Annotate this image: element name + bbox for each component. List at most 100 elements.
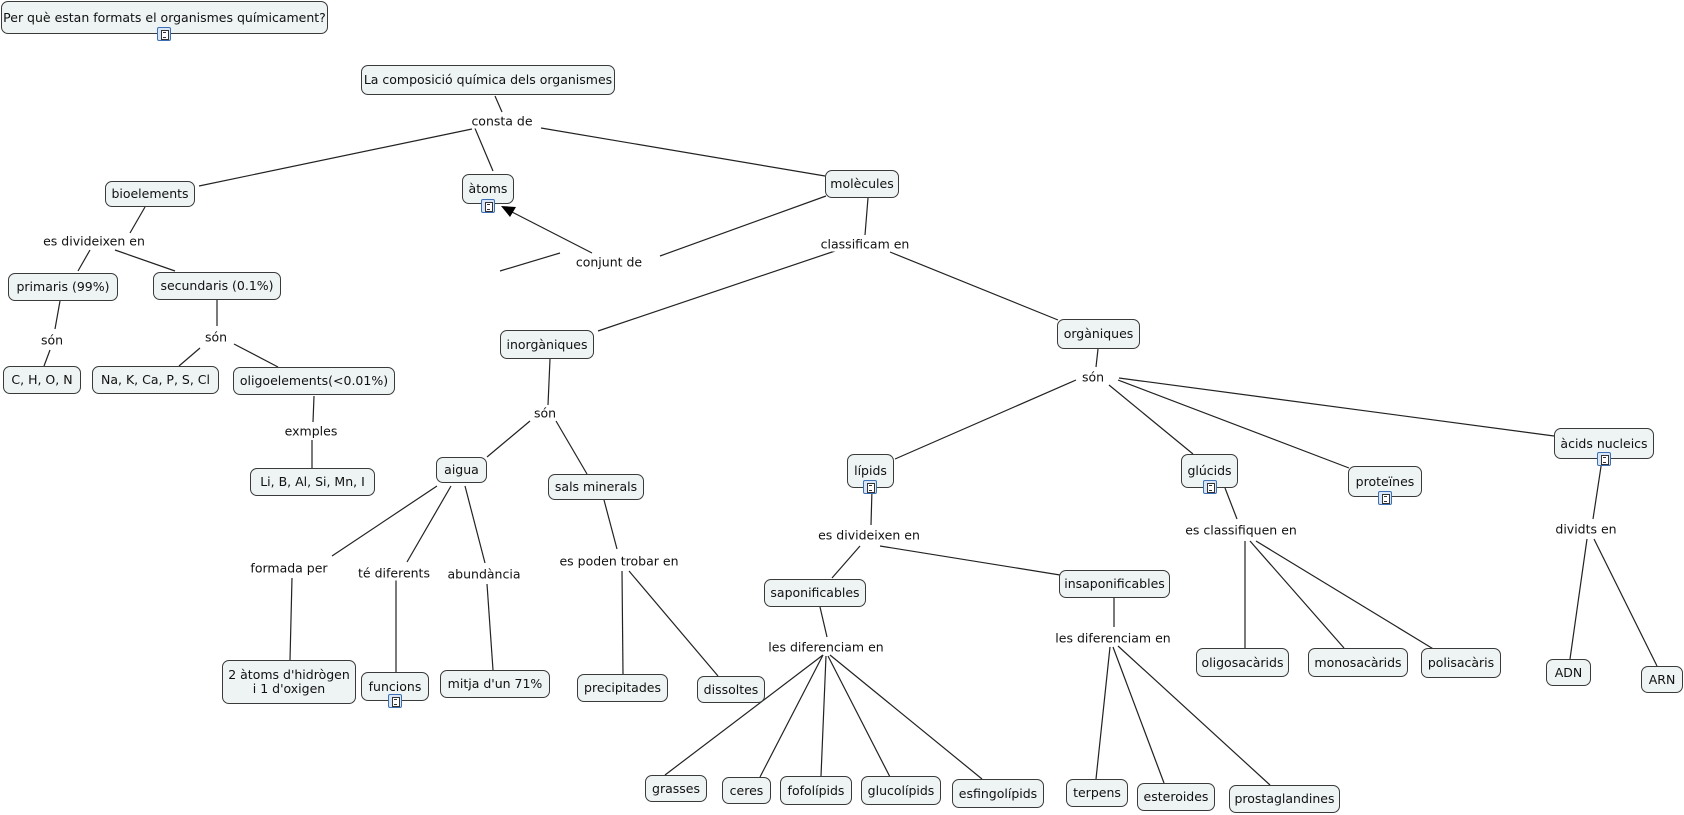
connection-line (870, 488, 873, 526)
link-classificam-en: classificam en (818, 236, 912, 252)
link-les-diferenciam-en-1: les diferenciam en (766, 639, 886, 655)
connection-line (129, 206, 146, 234)
link-consta-de: consta de (469, 113, 535, 129)
node-polisacaris[interactable]: polisacàris (1421, 648, 1501, 678)
connection-line (664, 654, 824, 776)
node-prostaglandines[interactable]: prostaglandines (1229, 785, 1340, 813)
node-nakca[interactable]: Na, K, Ca, P, S, Cl (92, 366, 219, 394)
connection-line (831, 545, 861, 579)
node-secundaris[interactable]: secundaris (0.1%) (153, 272, 281, 300)
connection-line (1569, 538, 1588, 660)
node-dosatoms[interactable]: 2 àtoms d'hidrògen i 1 d'oxigen (222, 660, 356, 704)
connection-line (331, 485, 438, 557)
connection-line (486, 420, 531, 458)
node-precipitades[interactable]: precipitades (577, 674, 668, 702)
node-oligosacarids[interactable]: oligosacàrids (1196, 648, 1289, 677)
node-esfingolipids[interactable]: esfingolípids (952, 779, 1044, 808)
connection-line (819, 606, 828, 638)
link-te-diferents: té diferents (356, 565, 432, 581)
link-son-3: són (531, 405, 559, 421)
link-es-classifiquen-en: es classifiquen en (1183, 522, 1299, 538)
node-terpens[interactable]: terpens (1066, 779, 1128, 807)
resource-document-icon[interactable] (1378, 491, 1392, 505)
link-es-divideixen-en-2: es divideixen en (816, 527, 922, 543)
node-libal[interactable]: Li, B, Al, Si, Mn, I (250, 468, 375, 496)
node-adn[interactable]: ADN (1546, 659, 1591, 686)
connection-line (540, 127, 826, 177)
connection-line (597, 250, 836, 332)
link-exmples: exmples (282, 423, 340, 439)
connection-line (1095, 646, 1111, 780)
node-aigua[interactable]: aigua (436, 457, 487, 483)
node-mitja[interactable]: mitja d'un 71% (440, 670, 550, 698)
link-conjunt-de: conjunt de (573, 254, 645, 270)
node-chon[interactable]: C, H, O, N (3, 366, 81, 394)
link-dividts-en: dividts en (1553, 521, 1619, 537)
connection-line (603, 499, 618, 550)
connection-line (829, 654, 983, 780)
connection-line (1117, 645, 1271, 786)
connection-line (879, 545, 1061, 576)
connection-line (54, 300, 61, 330)
connection-line (312, 395, 315, 423)
connection-line (1095, 348, 1099, 368)
resource-document-icon[interactable] (481, 199, 495, 213)
resource-document-icon[interactable] (1203, 480, 1217, 494)
node-dissoltes[interactable]: dissoltes (697, 676, 765, 703)
connection-line (1224, 487, 1238, 520)
node-insaponificables[interactable]: insaponificables (1059, 570, 1170, 598)
node-oligo[interactable]: oligoelements(<0.01%) (233, 367, 395, 395)
connection-line (486, 583, 494, 671)
resource-document-icon[interactable] (1597, 452, 1611, 466)
connection-line (406, 485, 452, 563)
connection-line (464, 485, 486, 564)
node-glucolipids[interactable]: glucolípids (861, 776, 941, 805)
link-es-poden-trobar-en: es poden trobar en (557, 553, 681, 569)
link-son-2: són (202, 329, 230, 345)
connection-line (555, 420, 588, 475)
node-root[interactable]: La composició química dels organismes (361, 65, 615, 95)
link-abundancia: abundància (445, 566, 523, 582)
connection-line (77, 249, 91, 272)
connection-line (494, 95, 503, 113)
connection-line (43, 349, 51, 367)
link-son-4: són (1079, 369, 1107, 385)
connection-line (827, 655, 891, 778)
connection-line (864, 197, 869, 236)
node-atoms[interactable]: àtoms (462, 174, 514, 204)
connection-line (178, 347, 201, 367)
connection-line (759, 654, 824, 778)
node-arn[interactable]: ARN (1641, 666, 1683, 693)
connection-line (1108, 384, 1194, 455)
connection-line (473, 125, 494, 172)
node-bioelements[interactable]: bioelements (105, 181, 195, 207)
node-fofolipids[interactable]: fofolípids (780, 776, 852, 805)
node-grasses[interactable]: grasses (645, 775, 707, 802)
node-esteroides[interactable]: esteroides (1137, 783, 1215, 811)
connection-line (289, 577, 293, 661)
connection-line (1117, 379, 1350, 469)
link-les-diferenciam-en-2: les diferenciam en (1053, 630, 1173, 646)
connection-line (1249, 540, 1345, 649)
connection-line (1112, 646, 1165, 784)
connection-line (233, 343, 279, 368)
link-son-1: són (38, 332, 66, 348)
node-monosacarids[interactable]: monosacàrids (1308, 648, 1408, 677)
connection-line (621, 570, 624, 675)
node-primaris[interactable]: primaris (99%) (8, 273, 118, 301)
node-organiques[interactable]: orgàniques (1057, 319, 1140, 349)
node-saponificables[interactable]: saponificables (764, 579, 866, 607)
resource-document-icon[interactable] (388, 694, 402, 708)
connection-line (499, 252, 561, 272)
node-molecules[interactable]: molècules (825, 170, 899, 198)
resource-document-icon[interactable] (863, 480, 877, 494)
node-ceres[interactable]: ceres (722, 777, 771, 804)
connection-line (114, 249, 176, 272)
resource-document-icon[interactable] (157, 27, 171, 41)
link-formada-per: formada per (248, 560, 330, 576)
node-sals[interactable]: sals minerals (548, 474, 644, 500)
node-inorganiques[interactable]: inorgàniques (500, 330, 594, 359)
connection-line (1255, 540, 1436, 651)
connection-line (198, 128, 473, 187)
